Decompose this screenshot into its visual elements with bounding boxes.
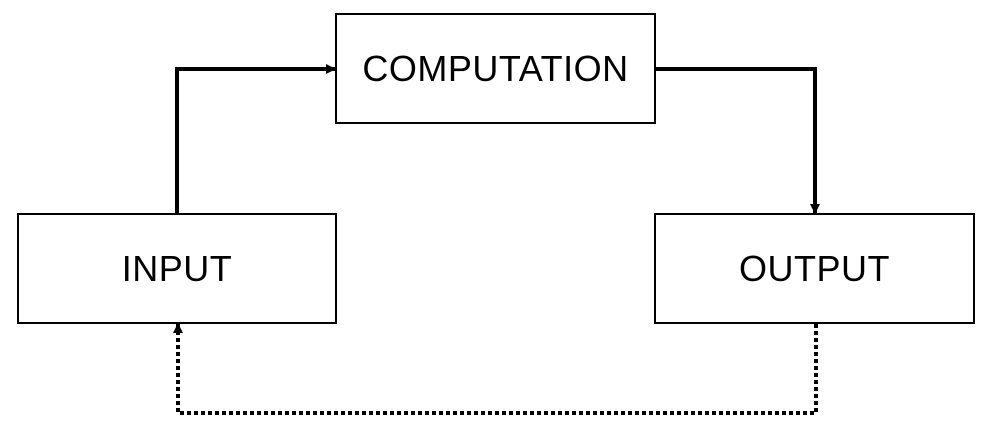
computation-node: COMPUTATION (335, 13, 656, 124)
output-node: OUTPUT (654, 213, 975, 324)
input-node: INPUT (17, 213, 337, 324)
edge-output-to-input-feedback (173, 323, 818, 415)
edge-computation-to-output (656, 67, 820, 214)
edge-input-to-computation (175, 64, 336, 213)
input-label: INPUT (121, 247, 233, 289)
computation-label: COMPUTATION (362, 47, 629, 89)
output-label: OUTPUT (739, 247, 890, 289)
